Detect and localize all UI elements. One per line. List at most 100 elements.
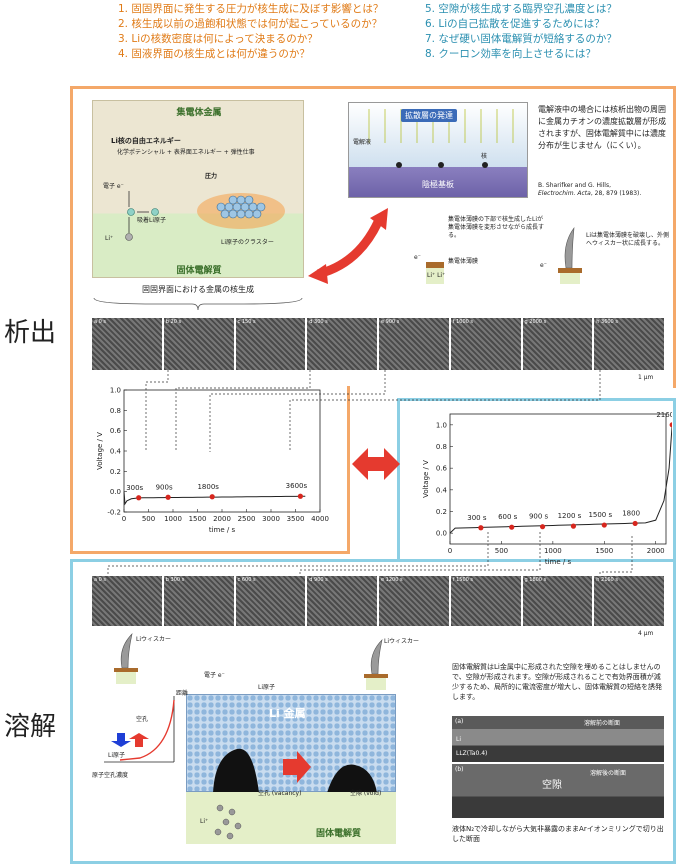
dep-xtick-label: 3000	[262, 515, 280, 523]
li-atom-label: Li原子	[258, 684, 276, 691]
dissolution-sem-strip: a 0 s b 300 s c 600 s d 900 s e 1200 s f…	[92, 576, 664, 626]
electron-out-label: 電子 e⁻	[204, 672, 225, 679]
sem-frame: a 0 s	[92, 576, 162, 626]
diffusion-layer-label: 拡散層の発達	[401, 109, 457, 122]
sem-frame: a 0 s	[92, 318, 162, 370]
dep-data-point	[165, 494, 171, 500]
vacancy-arrow-label: 空孔	[136, 716, 149, 723]
panel-b: (b) 空隙 溶解後の断面	[452, 764, 664, 818]
vacancy-label: 空孔 (vacancy)	[258, 790, 302, 797]
adsorbed-atom-2	[151, 208, 159, 216]
dep-xtick-label: 2000	[213, 515, 231, 523]
sem-frame: b 300 s	[163, 576, 234, 626]
dep-point-label: 1800s	[197, 483, 219, 491]
whisker-label-1: Liウィスカー	[136, 636, 172, 643]
ref-authors: B. Sharifker and G. Hills,	[538, 182, 611, 189]
question-8: 8. クーロン効率を向上させるには？	[425, 48, 596, 60]
dis-series-line	[449, 424, 672, 534]
dis-data-point	[632, 520, 638, 527]
substrate-label: 陰極基板	[422, 180, 454, 189]
dis-xlabel: time / s	[545, 558, 572, 566]
panel-a-label: 溶解前の断面	[584, 720, 621, 727]
questions-left: 1. 固固界面に発生する圧力が核生成に及ぼす影響とは？ 2. 核生成以前の過飽和…	[118, 2, 383, 62]
sem-frame: d 900 s	[307, 576, 377, 626]
sem-frame: f 1000 s	[450, 318, 521, 370]
dis-data-point	[601, 522, 607, 528]
void-shape	[327, 764, 377, 793]
li-ion-atom	[125, 233, 133, 241]
dep-point-label: 300s	[126, 484, 143, 492]
whisker-icon-2	[364, 639, 388, 690]
electrolyte-liquid-label: 電解液	[353, 139, 372, 146]
dep-ytick-label: 1.0	[110, 387, 121, 395]
dep-ytick-label: -0.2	[107, 509, 121, 517]
dis-ylabel: Voltage / V	[422, 460, 430, 498]
dis-point-label: 1200 s	[558, 512, 582, 520]
current-collector-label: 集電体金属	[176, 108, 222, 118]
li-metal-label: Li 金属	[269, 707, 306, 720]
li-metal-block: Li 金属	[186, 694, 396, 793]
nucleation-svg	[125, 191, 285, 241]
dis-data-point	[669, 422, 672, 428]
void-svg	[213, 748, 377, 793]
dep-ytick-label: 0.2	[110, 468, 121, 476]
dis-xtick-label: 2000	[647, 547, 665, 555]
questions-right: 5. 空隙が核生成する臨界空孔濃度とは？ 6. Liの自己拡散を促進するためには…	[425, 2, 617, 62]
dep-xtick-label: 500	[142, 515, 155, 523]
dep-xtick-label: 0	[122, 515, 126, 523]
adsorbed-atom	[127, 208, 135, 216]
electrolyte-label: 固体電解質	[176, 266, 222, 276]
nucleus-label: 核	[481, 153, 488, 160]
dis-point-label: 2160 s	[656, 411, 672, 419]
double-arrow	[352, 448, 400, 480]
dep-point-label: 900s	[156, 483, 173, 491]
nucleation-diagram: 集電体金属 Li核の自由エネルギー 化学ポテンシャル + 表界面エネルギー + …	[92, 100, 304, 278]
sem-frame: e 900 s	[379, 318, 449, 370]
growth-electron-1: e⁻	[414, 254, 421, 261]
dis-xtick-label: 0	[448, 547, 452, 555]
dep-ytick-label: 0.4	[110, 448, 122, 456]
panel-a: (a) 溶解前の断面 Li LLZ(Ta0.4)	[452, 716, 664, 762]
growth-electron-2: e⁻	[540, 262, 547, 269]
energy-terms: 化学ポテンシャル + 表界面エネルギー + 弾性仕事	[117, 149, 255, 156]
concentration-plot	[104, 696, 175, 763]
li-ion-label: Li⁺	[105, 235, 114, 242]
adsorbed-label: 吸着Li原子	[137, 217, 167, 224]
growth-note-2: Liは集電体薄膜を破壊し、外側へウィスカー状に成長する。	[586, 232, 670, 247]
film-bar-1	[426, 262, 444, 268]
dis-data-point	[539, 524, 546, 530]
dis-data-point	[509, 524, 515, 530]
red-arrow	[283, 751, 311, 783]
dis-point-label: 600 s	[498, 513, 518, 521]
dep-data-point	[136, 495, 142, 501]
electrolyte-block: 固体電解質	[186, 792, 396, 844]
question-3: 3. Liの核数密度は何によって決まるのか？	[118, 33, 318, 45]
panel-a-li: Li	[456, 736, 462, 743]
vacancy-cluster	[213, 748, 259, 793]
dis-data-point	[570, 523, 577, 529]
sem-frame: f 1500 s	[450, 576, 521, 626]
sem-frame: d 300 s	[307, 318, 377, 370]
caption-brace	[93, 297, 303, 311]
li-ion-dots	[214, 804, 242, 840]
dis-xtick-label: 1500	[595, 547, 613, 555]
sem-frame: c 600 s	[235, 576, 306, 626]
dis-point-label: 900 s	[529, 513, 549, 521]
deposition-label: 析出	[4, 318, 57, 348]
ref-rest: , 28, 879 (1983).	[590, 190, 642, 197]
electron-label: 電子 e⁻	[103, 183, 124, 190]
electrolyte-block-1	[426, 268, 444, 284]
dis-ytick-label: 1.0	[436, 421, 447, 429]
sem-frame: g 2000 s	[522, 318, 593, 370]
whisker-icon-1	[114, 633, 138, 684]
growth-li-1: Li⁺ Li⁺	[427, 272, 446, 279]
sem-frame: c 150 s	[235, 318, 306, 370]
liquid-description: 電解液中の場合には核析出物の周囲に金属カチオンの濃度拡散層が形成されますが、固体…	[538, 105, 666, 150]
dep-xtick-label: 1000	[164, 515, 182, 523]
panel-a-llz: LLZ(Ta0.4)	[456, 750, 488, 757]
dep-ytick-label: 0.8	[110, 407, 121, 415]
li-atom-arrow-label: Li原子	[108, 752, 126, 759]
free-energy-label: Li核の自由エネルギー	[111, 137, 181, 145]
dis-point-label: 300 s	[467, 514, 487, 522]
